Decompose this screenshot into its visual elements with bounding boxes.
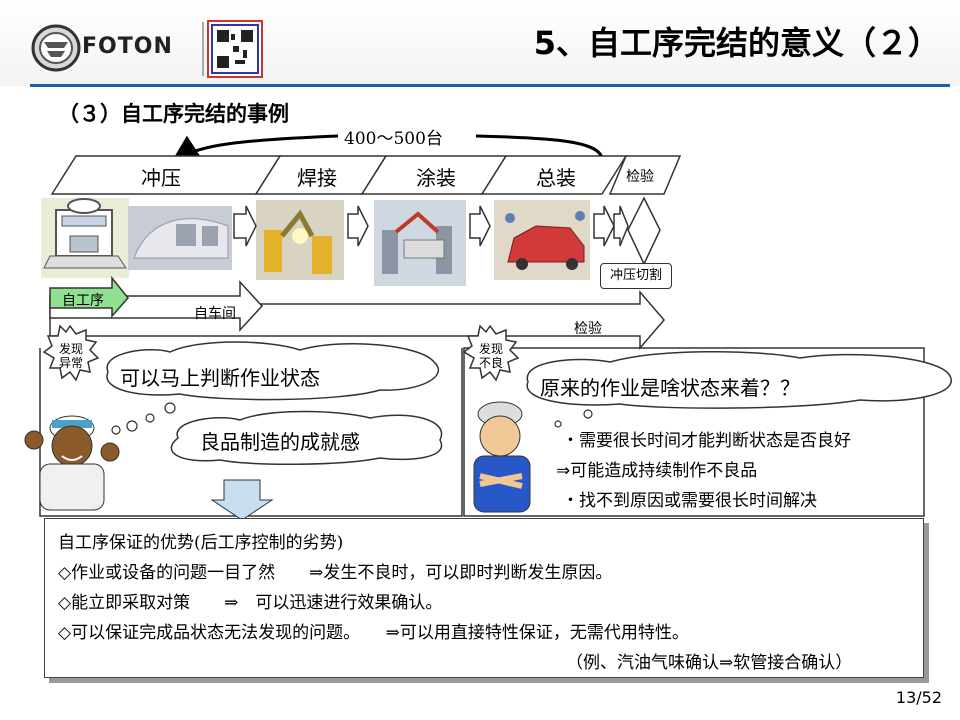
stage-label-stamping: 冲压 <box>106 162 216 191</box>
summary-line-5: （例、汽油气味确认⇒软管接合确认） <box>566 648 852 673</box>
stage-label-painting: 涂装 <box>388 162 484 191</box>
down-arrow <box>212 480 272 520</box>
worker-confused-icon <box>474 402 530 512</box>
abnormal-badge-text: 发现 异常 <box>56 342 86 370</box>
flow-arrow-5 <box>614 206 628 246</box>
inspection-label: 检验 <box>574 318 602 338</box>
flow-arrow-1 <box>234 206 256 246</box>
summary-line-2: ◇作业或设备的问题一目了然 ⇒发生不良时，可以即时判断发生原因。 <box>58 558 612 583</box>
cycle-label: 400～500台 <box>344 124 443 149</box>
flow-arrow-2 <box>348 206 368 246</box>
defect-badge-text: 发现 不良 <box>476 342 506 370</box>
summary-line-1: 自工序保证的优势(后工序控制的劣势) <box>58 528 343 553</box>
flow-arrow-3 <box>470 206 490 246</box>
right-item-3: ・找不到原因或需要很长时间解决 <box>562 486 817 511</box>
self-process-label: 自工序 <box>62 290 104 310</box>
cloud-text-2: 良品制造的成就感 <box>200 426 360 455</box>
stage-label-assembly: 总装 <box>508 162 604 191</box>
cloud-text-3: 原来的作业是啥状态来着？？ <box>540 372 800 401</box>
right-item-2: ⇒可能造成持续制作不良品 <box>556 456 757 481</box>
right-item-1: ・需要很长时间才能判断状态是否良好 <box>562 426 851 451</box>
assembly-image <box>494 200 590 280</box>
summary-line-4: ◇可以保证完成品状态无法发现的问题。 ⇒可以用直接特性保证，无需代用特性。 <box>58 618 689 643</box>
summary-line-3: ◇能立即采取对策 ⇒ 可以迅速进行效果确认。 <box>58 588 442 613</box>
flow-arrow-4 <box>594 206 614 246</box>
worker-happy-icon <box>25 416 119 510</box>
inspection-diamond <box>628 198 660 264</box>
stage-label-welding: 焊接 <box>272 162 362 191</box>
cycle-arrow-left <box>180 136 338 158</box>
workshop-label: 自车间 <box>194 303 236 323</box>
page-number: 13/52 <box>896 688 942 707</box>
press-machine-icon <box>41 198 129 278</box>
painting-robot-image <box>374 200 466 286</box>
cut-label: 冲压切割 <box>600 263 672 289</box>
cycle-arrow-right <box>476 136 602 158</box>
cloud-text-1: 可以马上判断作业状态 <box>120 362 320 391</box>
car-panel-image <box>128 206 232 270</box>
welding-robot-image <box>256 200 344 280</box>
stage-label-inspection: 检验 <box>626 166 654 186</box>
